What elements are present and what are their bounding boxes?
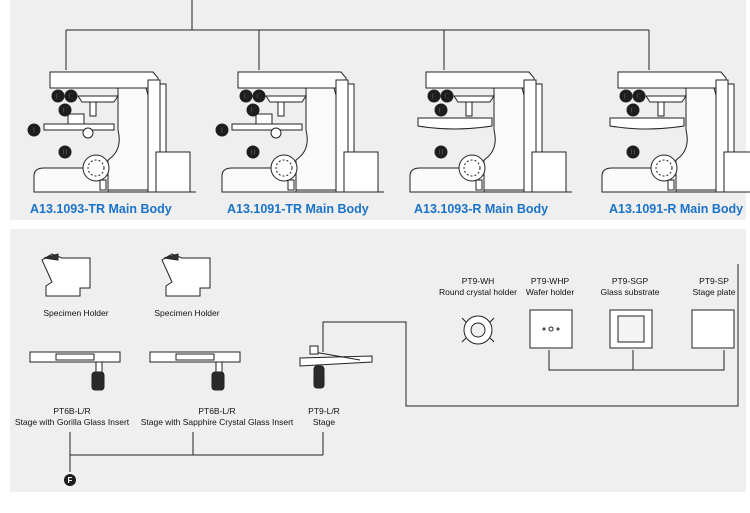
stage-desc-3: Stage xyxy=(312,417,336,427)
marker-e-1: E xyxy=(51,89,65,103)
marker-h-2: H xyxy=(246,145,260,159)
svg-text:F: F xyxy=(68,476,73,485)
marker-i-1: I xyxy=(27,123,41,137)
stage-code-1: PT6B-L/R xyxy=(53,406,91,416)
marker-h-4: H xyxy=(626,145,640,159)
plate-code-3: PT9-SGP xyxy=(611,276,649,286)
connector-lines xyxy=(65,0,739,472)
stage-desc-1: Stage with Gorilla Glass Insert xyxy=(14,417,130,427)
round-crystal-holder xyxy=(461,315,495,345)
plate-code-4: PT9-SP xyxy=(699,276,729,286)
svg-text:F: F xyxy=(631,106,636,115)
glass-substrate-plate xyxy=(609,309,653,349)
svg-text:H: H xyxy=(630,148,636,157)
specimen-holder-label-2: Specimen Holder xyxy=(154,308,220,318)
marker-f-1: F xyxy=(58,103,72,117)
plate-code-1: PT9-WH xyxy=(461,276,495,286)
marker-h-3: H xyxy=(434,145,448,159)
specimen-holder-label-1: Specimen Holder xyxy=(43,308,109,318)
plate-label-1: PT9-WH Round crystal holder xyxy=(434,276,522,298)
marker-c-4: C xyxy=(632,89,646,103)
plate-desc-2: Wafer holder xyxy=(525,287,575,297)
marker-f-bottom: F xyxy=(64,474,76,486)
marker-h-1: H xyxy=(58,145,72,159)
svg-text:E: E xyxy=(243,92,249,101)
plate-label-2: PT9-WHP Wafer holder xyxy=(518,276,582,298)
marker-f-2: F xyxy=(246,103,260,117)
svg-text:E: E xyxy=(55,92,61,101)
main-body-title-3: A13.1093-R Main Body xyxy=(414,202,549,216)
stage-code-3: PT9-L/R xyxy=(308,406,340,416)
marker-i-2: I xyxy=(215,123,229,137)
plate-label-4: PT9-SP Stage plate xyxy=(684,276,744,298)
svg-text:I: I xyxy=(221,126,223,135)
accessory-drawings: F xyxy=(29,253,735,486)
marker-e-3: E xyxy=(427,89,441,103)
stage-label-3: PT9-L/R Stage xyxy=(300,406,348,428)
stage-plate xyxy=(691,309,735,349)
glass-stage-1 xyxy=(29,351,121,391)
plate-code-2: PT9-WHP xyxy=(530,276,570,286)
stage-code-2: PT6B-L/R xyxy=(198,406,236,416)
marker-c-2: C xyxy=(252,89,266,103)
stage-label-1: PT6B-L/R Stage with Gorilla Glass Insert xyxy=(10,406,134,428)
svg-text:H: H xyxy=(250,148,256,157)
svg-text:F: F xyxy=(251,106,256,115)
svg-text:I: I xyxy=(33,126,35,135)
marker-c-3: C xyxy=(440,89,454,103)
svg-text:C: C xyxy=(68,92,74,101)
svg-text:C: C xyxy=(444,92,450,101)
marker-c-1: C xyxy=(64,89,78,103)
main-body-title-1: A13.1093-TR Main Body xyxy=(30,202,172,216)
pt9-stage xyxy=(299,345,373,389)
svg-text:E: E xyxy=(431,92,437,101)
svg-text:E: E xyxy=(623,92,629,101)
plate-desc-1: Round crystal holder xyxy=(439,287,517,297)
marker-f-3: F xyxy=(434,103,448,117)
accessory-panel xyxy=(10,229,746,492)
svg-text:H: H xyxy=(438,148,444,157)
main-body-title-4: A13.1091-R Main Body xyxy=(609,202,744,216)
stage-desc-2: Stage with Sapphire Crystal Glass Insert xyxy=(140,417,294,427)
marker-f-4: F xyxy=(626,103,640,117)
plate-label-3: PT9-SGP Glass substrate xyxy=(594,276,666,298)
stage-label-2: PT6B-L/R Stage with Sapphire Crystal Gla… xyxy=(133,406,301,428)
plate-desc-4: Stage plate xyxy=(692,287,736,297)
svg-text:C: C xyxy=(256,92,262,101)
svg-text:F: F xyxy=(63,106,68,115)
marker-e-2: E xyxy=(239,89,253,103)
svg-text:C: C xyxy=(636,92,642,101)
wafer-holder xyxy=(529,309,573,349)
specimen-holder-2 xyxy=(161,253,211,297)
main-body-title-2: A13.1091-TR Main Body xyxy=(227,202,369,216)
marker-e-4: E xyxy=(619,89,633,103)
svg-text:F: F xyxy=(439,106,444,115)
glass-stage-2 xyxy=(149,351,241,391)
plate-desc-3: Glass substrate xyxy=(600,287,660,297)
svg-text:H: H xyxy=(62,148,68,157)
specimen-holder-1 xyxy=(41,253,91,297)
